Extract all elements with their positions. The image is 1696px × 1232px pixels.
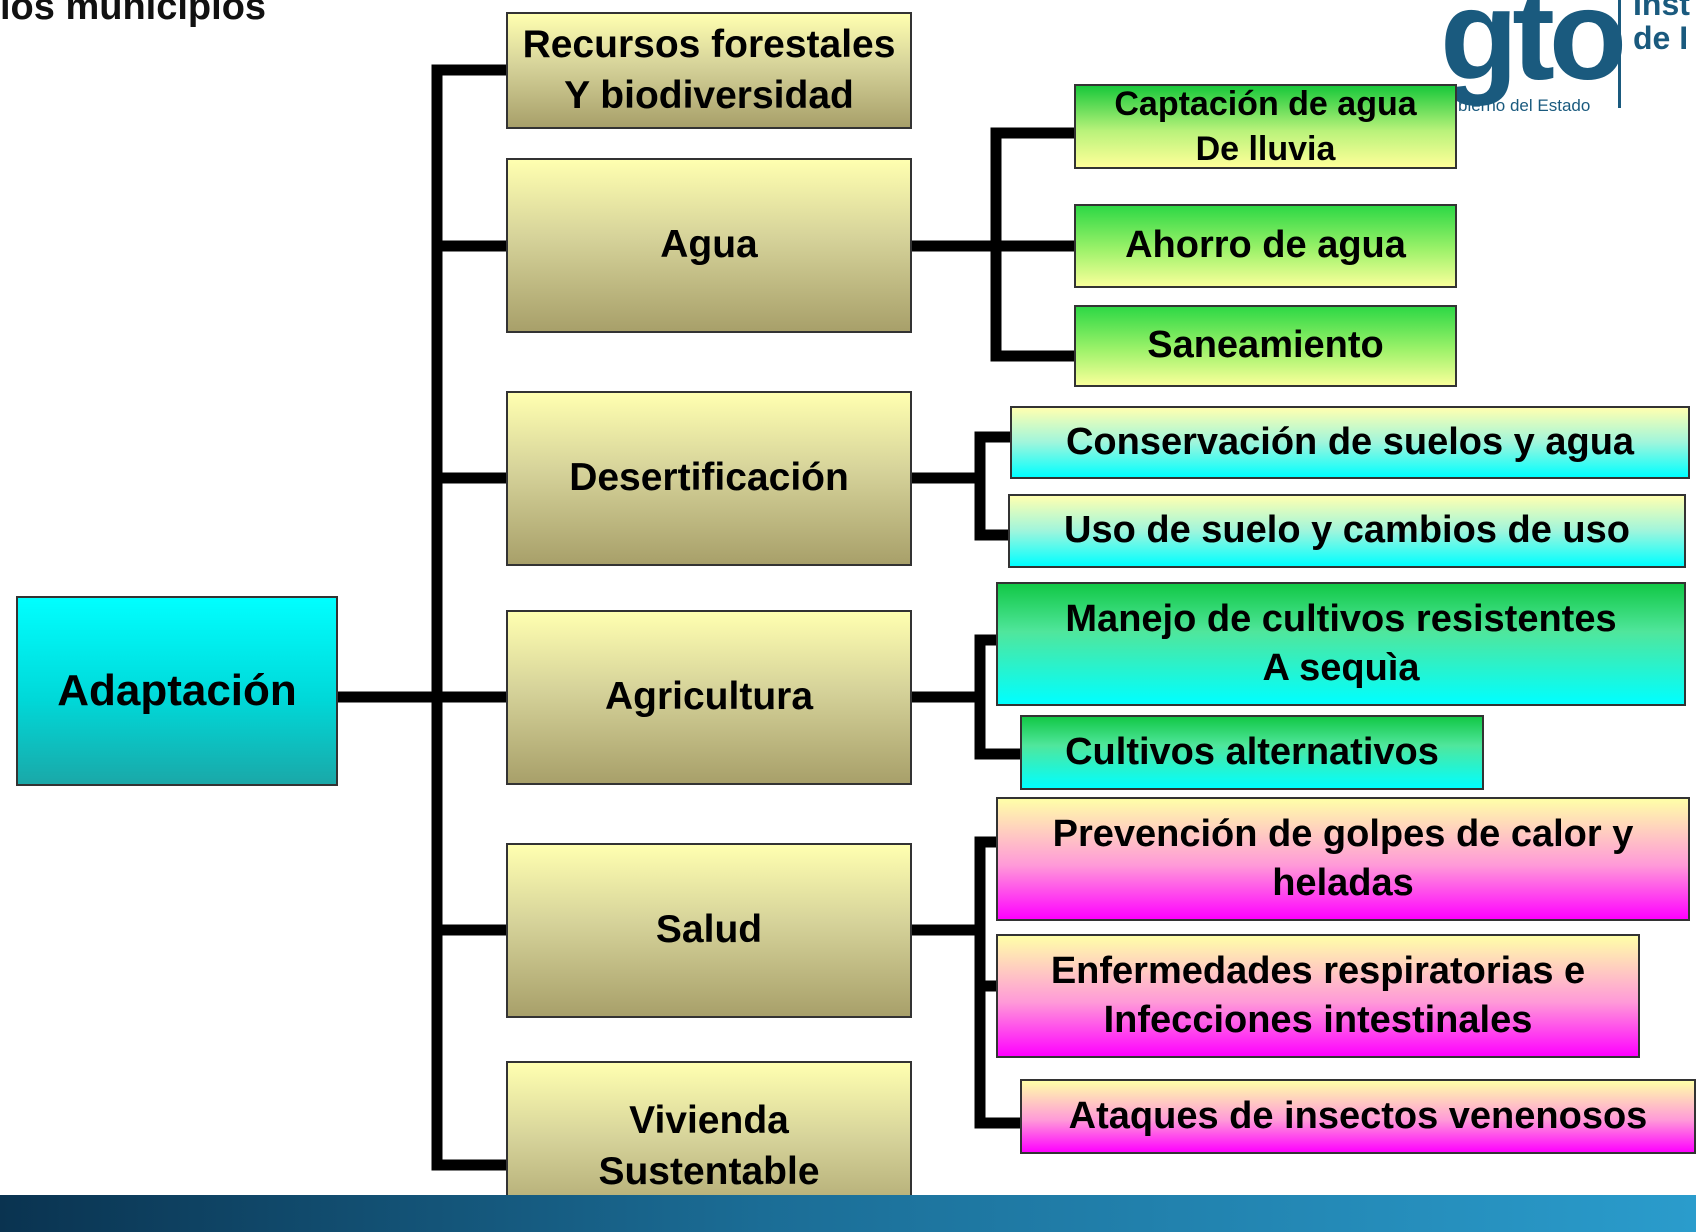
root-node: Adaptación xyxy=(16,596,338,786)
category-recursos-forestales: Recursos forestales Y biodiversidad xyxy=(506,12,912,129)
item-cultivos-alternativos: Cultivos alternativos xyxy=(1020,715,1484,790)
gto-logo: gto bierno del Estado Inst de I xyxy=(1428,0,1696,120)
logo-divider xyxy=(1618,0,1621,108)
logo-subtitle: bierno del Estado xyxy=(1458,96,1591,115)
category-desertificacion: Desertificación xyxy=(506,391,912,566)
logo-institute-text: Inst de I xyxy=(1633,0,1690,55)
category-agricultura: Agricultura xyxy=(506,610,912,785)
footer-bar xyxy=(0,1195,1696,1232)
logo-institute-line1: Inst xyxy=(1633,0,1690,22)
item-enfermedades-respiratorias: Enfermedades respiratorias e Infecciones… xyxy=(996,934,1640,1058)
item-conservacion-suelos-agua: Conservación de suelos y agua xyxy=(1010,406,1690,479)
item-manejo-cultivos-resistentes: Manejo de cultivos resistentes A sequìa xyxy=(996,582,1686,706)
item-saneamiento: Saneamiento xyxy=(1074,305,1457,387)
item-ataques-insectos: Ataques de insectos venenosos xyxy=(1020,1079,1696,1154)
item-uso-suelo-cambios: Uso de suelo y cambios de uso xyxy=(1008,494,1686,568)
item-ahorro-agua: Ahorro de agua xyxy=(1074,204,1457,288)
category-salud: Salud xyxy=(506,843,912,1018)
category-agua: Agua xyxy=(506,158,912,333)
item-captacion-agua-lluvia: Captación de agua De lluvia xyxy=(1074,84,1457,169)
logo-institute-line2: de I xyxy=(1633,19,1689,56)
item-prevencion-golpes-calor: Prevención de golpes de calor y heladas xyxy=(996,797,1690,921)
page-title-fragment: los municipios xyxy=(0,0,267,28)
logo-brand-text: gto xyxy=(1440,0,1627,107)
